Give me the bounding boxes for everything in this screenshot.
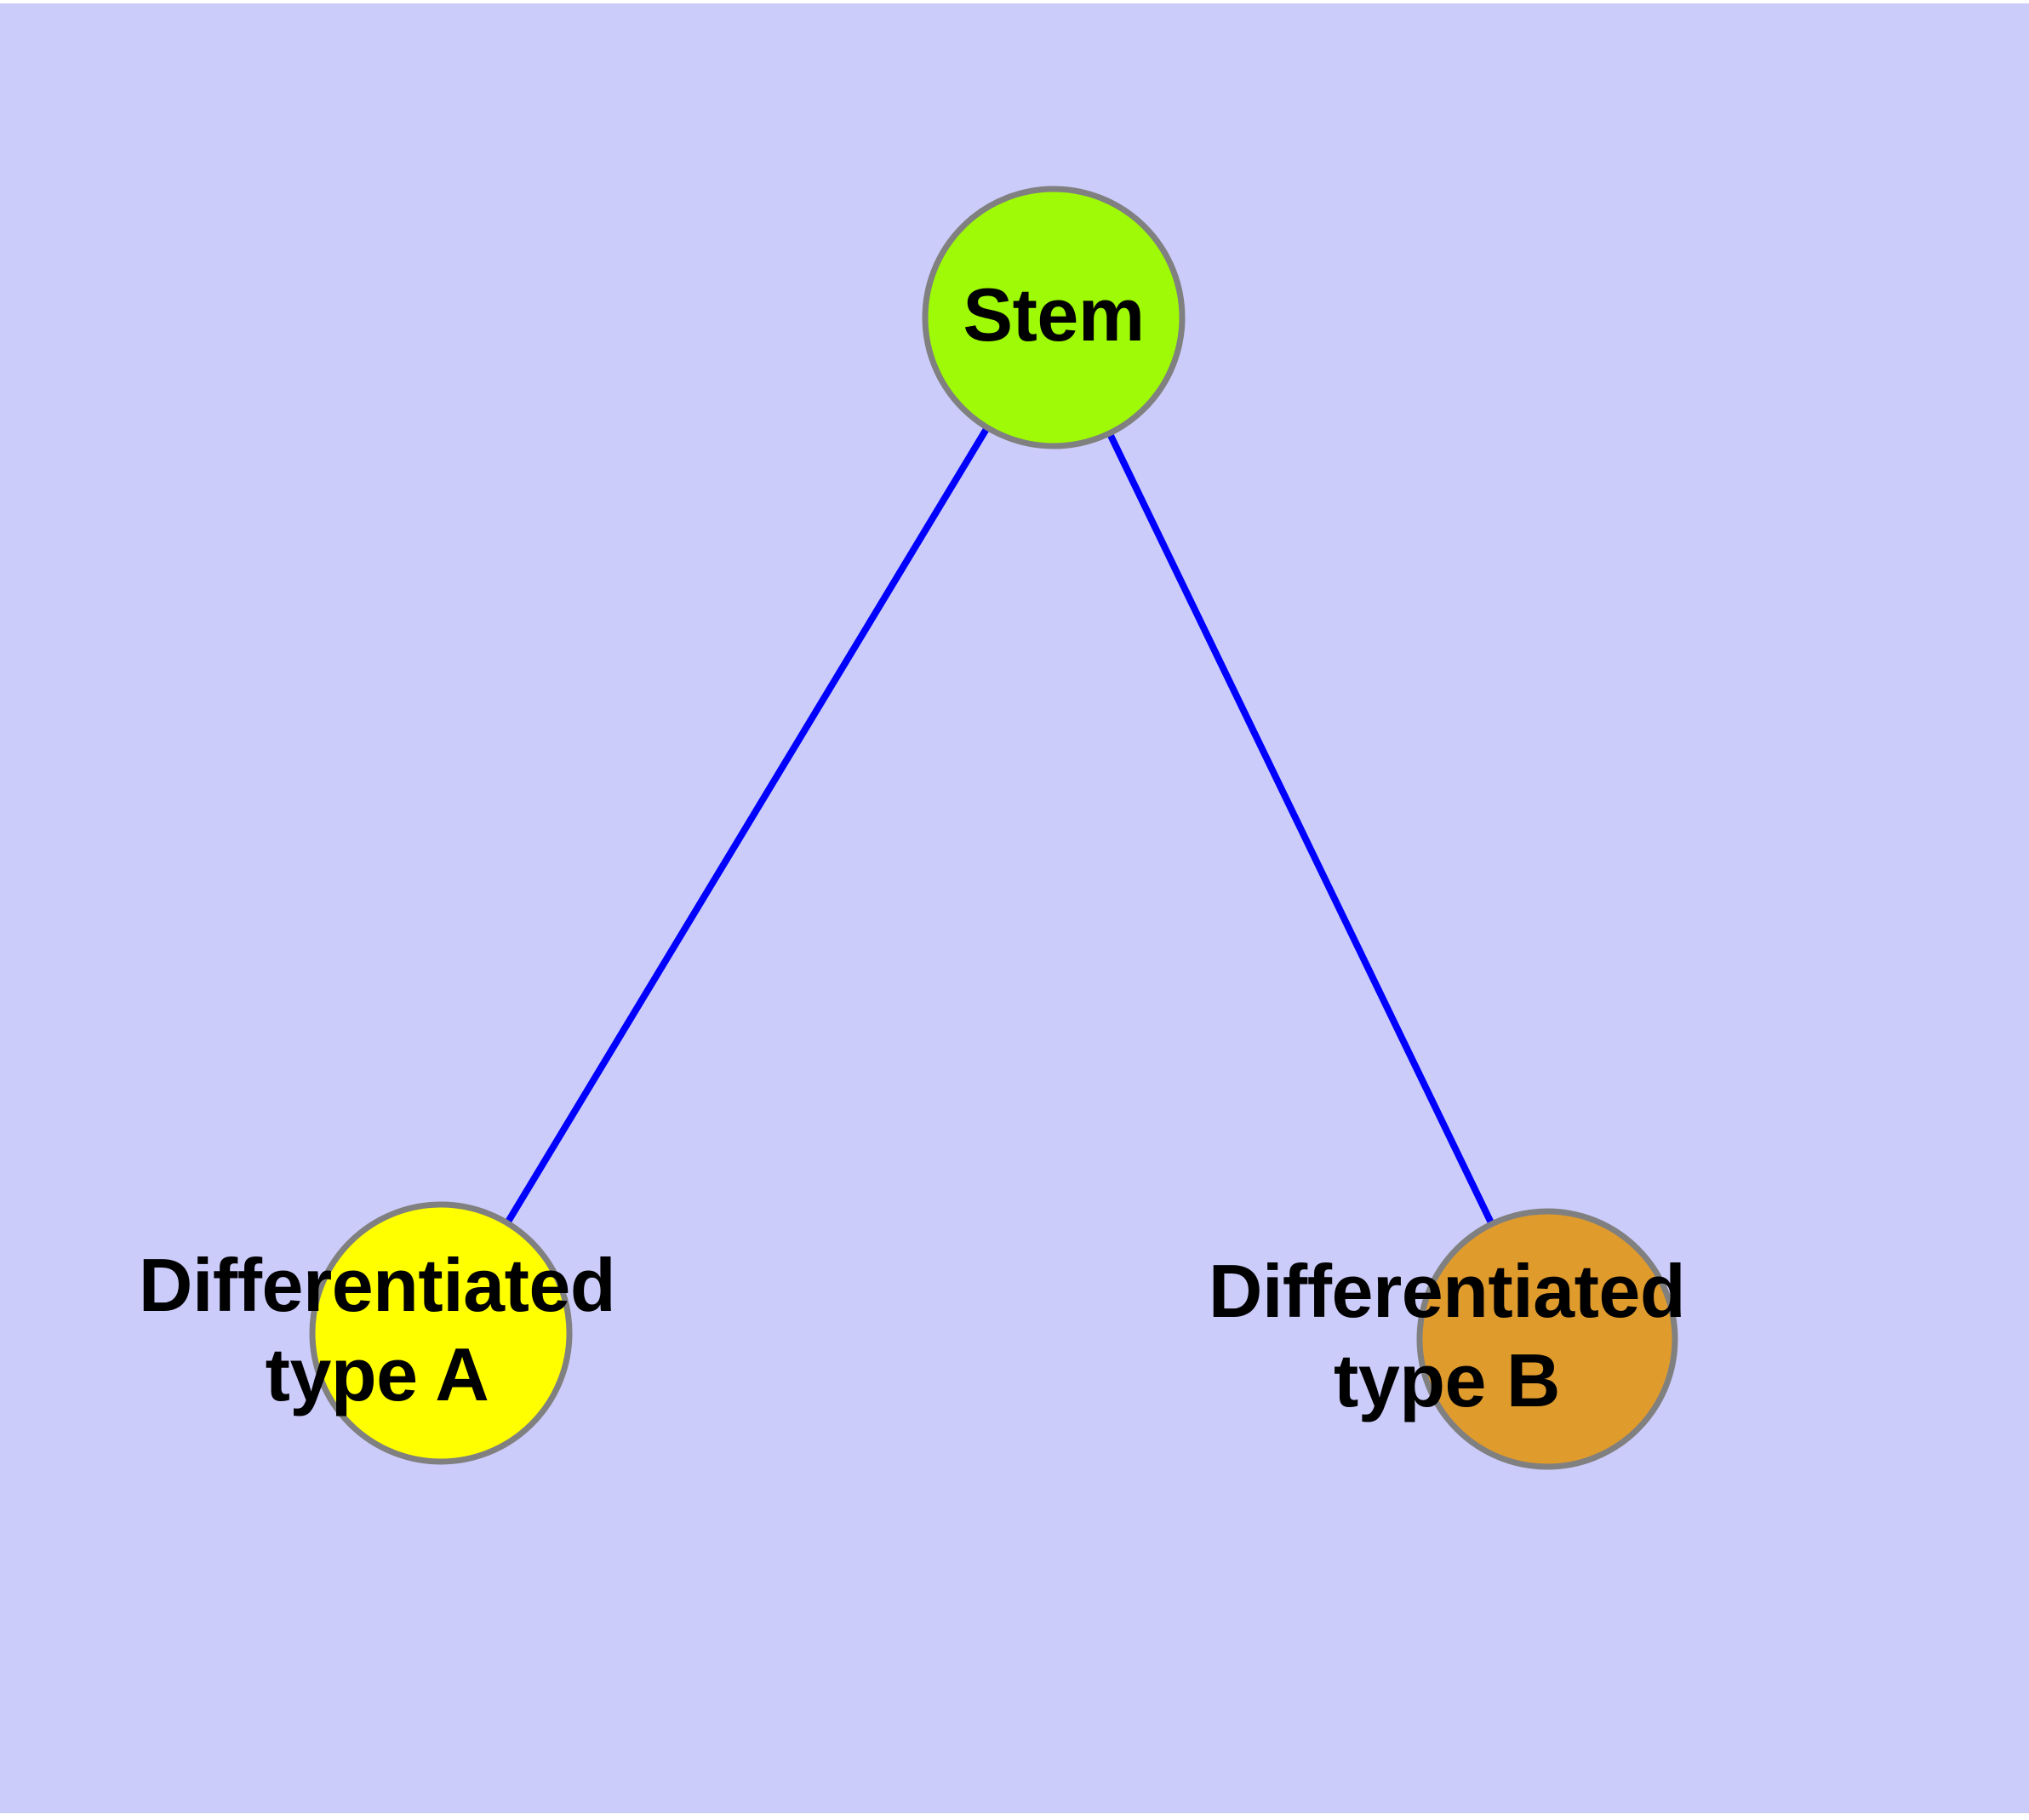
node-diff-b[interactable] — [1416, 1208, 1678, 1470]
edge-stem-to-diff-b — [1050, 316, 1551, 1341]
edge-stem-to-diff-a — [437, 315, 1057, 1336]
node-diff-a[interactable] — [309, 1201, 573, 1465]
node-layer — [309, 186, 1678, 1470]
node-stem[interactable] — [922, 186, 1186, 449]
edge-layer — [437, 315, 1551, 1341]
